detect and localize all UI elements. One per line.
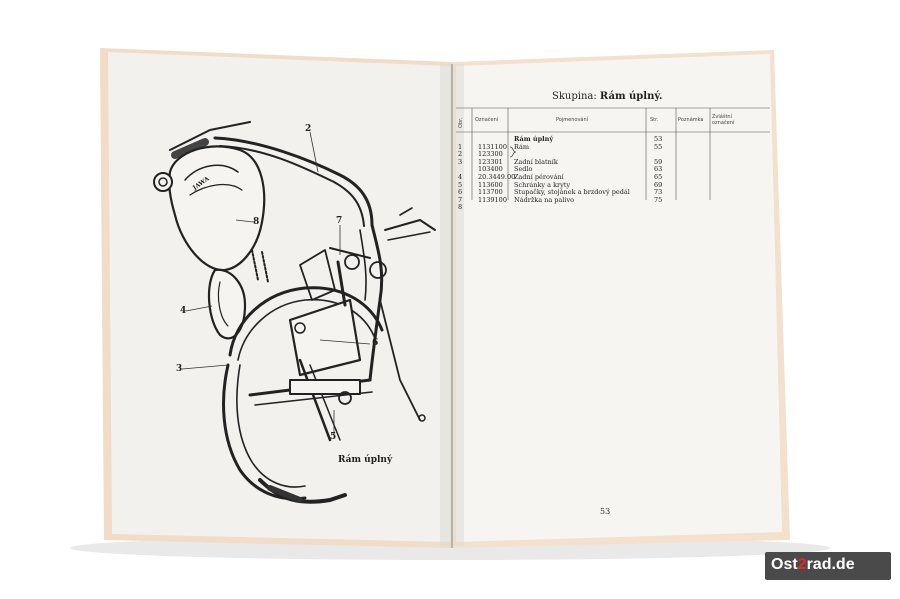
cell-no: 3 (458, 157, 463, 166)
cell-code: 1139100 (478, 195, 507, 204)
row-brace (509, 146, 517, 158)
table-row: Rám úplný 53 (458, 135, 688, 143)
col-head-page: Str. (650, 117, 659, 123)
logo-text: Ost2rad.de (771, 556, 855, 573)
table-row: 3 123301 Zadní blatník 59 (458, 158, 688, 166)
figure-caption: Rám úplný (338, 455, 393, 465)
cell-page: 75 (654, 195, 663, 204)
col-head-code: Označení (475, 117, 499, 123)
page-number: 53 (600, 507, 611, 516)
figure-label-7: 7 (336, 216, 343, 226)
page-title: Skupina: Rám úplný. (552, 91, 663, 102)
col-head-no: Obr. (458, 117, 464, 128)
grip-left (171, 138, 209, 159)
table-row: 7 1139100 Nádržka na palivo 75 (458, 196, 688, 204)
cell-no: 6 (458, 188, 463, 197)
figure-label-8: 8 (253, 217, 260, 227)
figure-label-5: 5 (330, 432, 337, 442)
col-head-note: Poznámka (678, 117, 704, 123)
cell-page: 59 (654, 157, 663, 166)
frame-drawing (153, 121, 436, 504)
cell-no: 1 (458, 142, 463, 151)
cell-page: 73 (654, 188, 663, 197)
cell-code: 113700 (478, 188, 503, 197)
handlebar (169, 121, 251, 151)
table-row: 6 113700 Stupačky, stojánek a brzdový pedá… (458, 188, 688, 196)
cell-code: 123300 (478, 150, 503, 159)
cell-code: 1131100 (478, 142, 507, 151)
cell-code: 103400 (478, 165, 503, 174)
cell-page: 53 (654, 135, 663, 143)
cell-code: 113600 (478, 180, 503, 189)
figure-label-2: 2 (305, 124, 312, 134)
right-page (456, 54, 782, 542)
cell-name: Stupačky, stojánek a brzdový pedál (514, 188, 630, 197)
table-row: 2 123300 (458, 150, 688, 158)
tank-cap (153, 172, 173, 192)
cell-name: Sedlo (514, 165, 533, 174)
col-head-special: Zvláštní označení (712, 114, 735, 126)
table-rules (456, 107, 770, 200)
cell-name: Zadní pérování (514, 173, 564, 181)
table-row: 1 1131100 Rám 55 (458, 143, 688, 151)
table-row: 8 (458, 203, 688, 211)
rear-fender (228, 286, 384, 357)
cell-name: Zadní blatník (514, 157, 558, 166)
cell-page: 63 (654, 165, 663, 174)
cell-no: 7 (458, 195, 463, 204)
ost2rad-logo: Ost2rad.de (765, 552, 891, 580)
left-page (108, 52, 450, 542)
cell-no: 8 (458, 203, 463, 212)
cell-name: Nádržka na palivo (514, 195, 575, 204)
figure-label-3: 3 (176, 364, 183, 374)
cell-page: 55 (654, 142, 663, 151)
cell-code: 20.3449.00 (478, 173, 516, 181)
table-row: 103400 Sedlo 63 (458, 165, 688, 173)
cell-no: 2 (458, 150, 463, 159)
table-row: 5 113600 Schránky a kryty 69 (458, 181, 688, 189)
cell-page: 69 (654, 180, 663, 189)
leader-lines (181, 131, 371, 435)
col-head-name: Pojmenování (556, 117, 589, 123)
cell-no: 5 (458, 180, 463, 189)
cell-name: Schránky a kryty (514, 180, 571, 189)
cell-page: 65 (654, 173, 663, 181)
cell-name: Rám (514, 142, 530, 151)
figure-label-6: 6 (372, 338, 379, 348)
cell-name: Rám úplný (514, 135, 554, 143)
tool-box (288, 298, 362, 377)
cell-no: 4 (458, 173, 463, 181)
figure-label-4: 4 (180, 306, 187, 316)
cell-code: 123301 (478, 157, 503, 166)
